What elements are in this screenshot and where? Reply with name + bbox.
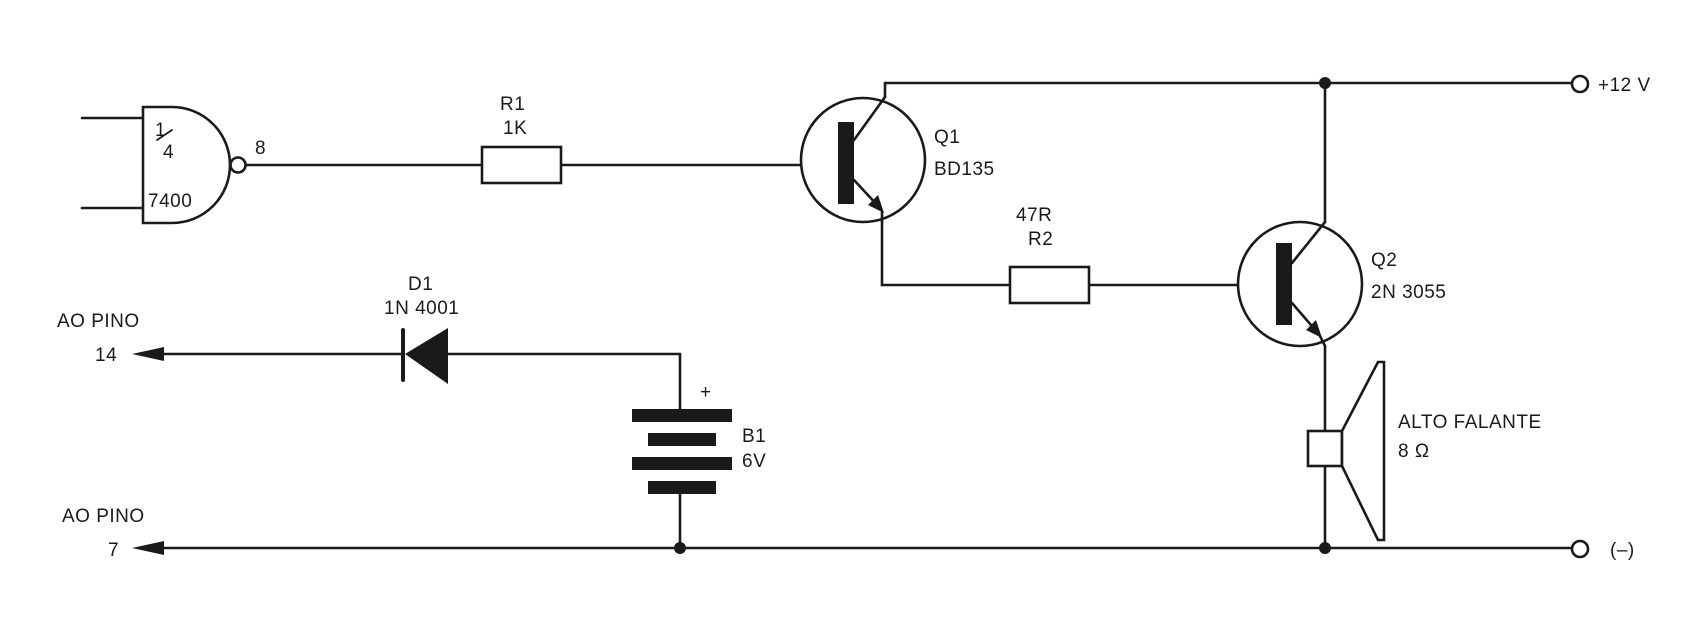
resistor-r1: R1 1K: [480, 94, 563, 185]
speaker-label-line2: 8 Ω: [1398, 441, 1430, 462]
q2-name: Q2: [1371, 250, 1397, 271]
junction-ground-speaker: [1319, 542, 1331, 554]
resistor-r2: 47R R2: [1008, 205, 1091, 305]
battery-b1: + B1 6V: [632, 382, 766, 494]
r2-name: R2: [1028, 229, 1053, 250]
inverter-bubble: [229, 156, 247, 174]
speaker: ALTO FALANTE 8 Ω: [1306, 360, 1542, 542]
pin14-label-line1: AO PINO: [57, 311, 140, 332]
nand-gate-7400: 1 4 7400 8: [80, 105, 266, 225]
d1-part: 1N 4001: [384, 298, 459, 319]
speaker-label-line1: ALTO FALANTE: [1398, 412, 1542, 433]
terminal-positive: [1570, 74, 1590, 94]
d1-name: D1: [408, 274, 433, 295]
supply-negative-label: (–): [1610, 540, 1635, 561]
pin7-label-line1: AO PINO: [62, 506, 145, 527]
q1-name: Q1: [934, 127, 960, 148]
r1-value: 1K: [503, 118, 527, 139]
gate-part-label: 7400: [148, 191, 192, 212]
arrow-pin-7: [132, 541, 164, 555]
terminal-negative: [1570, 539, 1590, 559]
arrow-pin-14: [132, 347, 164, 361]
b1-name: B1: [742, 426, 766, 447]
pin14-label-line2: 14: [95, 345, 117, 366]
b1-polarity: +: [700, 382, 712, 403]
gate-output-pin-label: 8: [255, 138, 266, 159]
gate-fraction-denominator: 4: [163, 142, 174, 163]
gate-fraction-numerator: 1: [155, 120, 166, 141]
r2-value: 47R: [1016, 205, 1052, 226]
pin7-label-line2: 7: [108, 540, 119, 561]
diode-d1: D1 1N 4001: [384, 274, 459, 384]
transistor-q1: Q1 BD135: [799, 81, 995, 224]
q2-part: 2N 3055: [1371, 282, 1446, 303]
r1-name: R1: [500, 94, 525, 115]
transistor-q2: Q2 2N 3055: [1236, 81, 1446, 348]
b1-voltage: 6V: [742, 451, 766, 472]
supply-positive-label: +12 V: [1598, 75, 1651, 96]
q1-part: BD135: [934, 159, 995, 180]
